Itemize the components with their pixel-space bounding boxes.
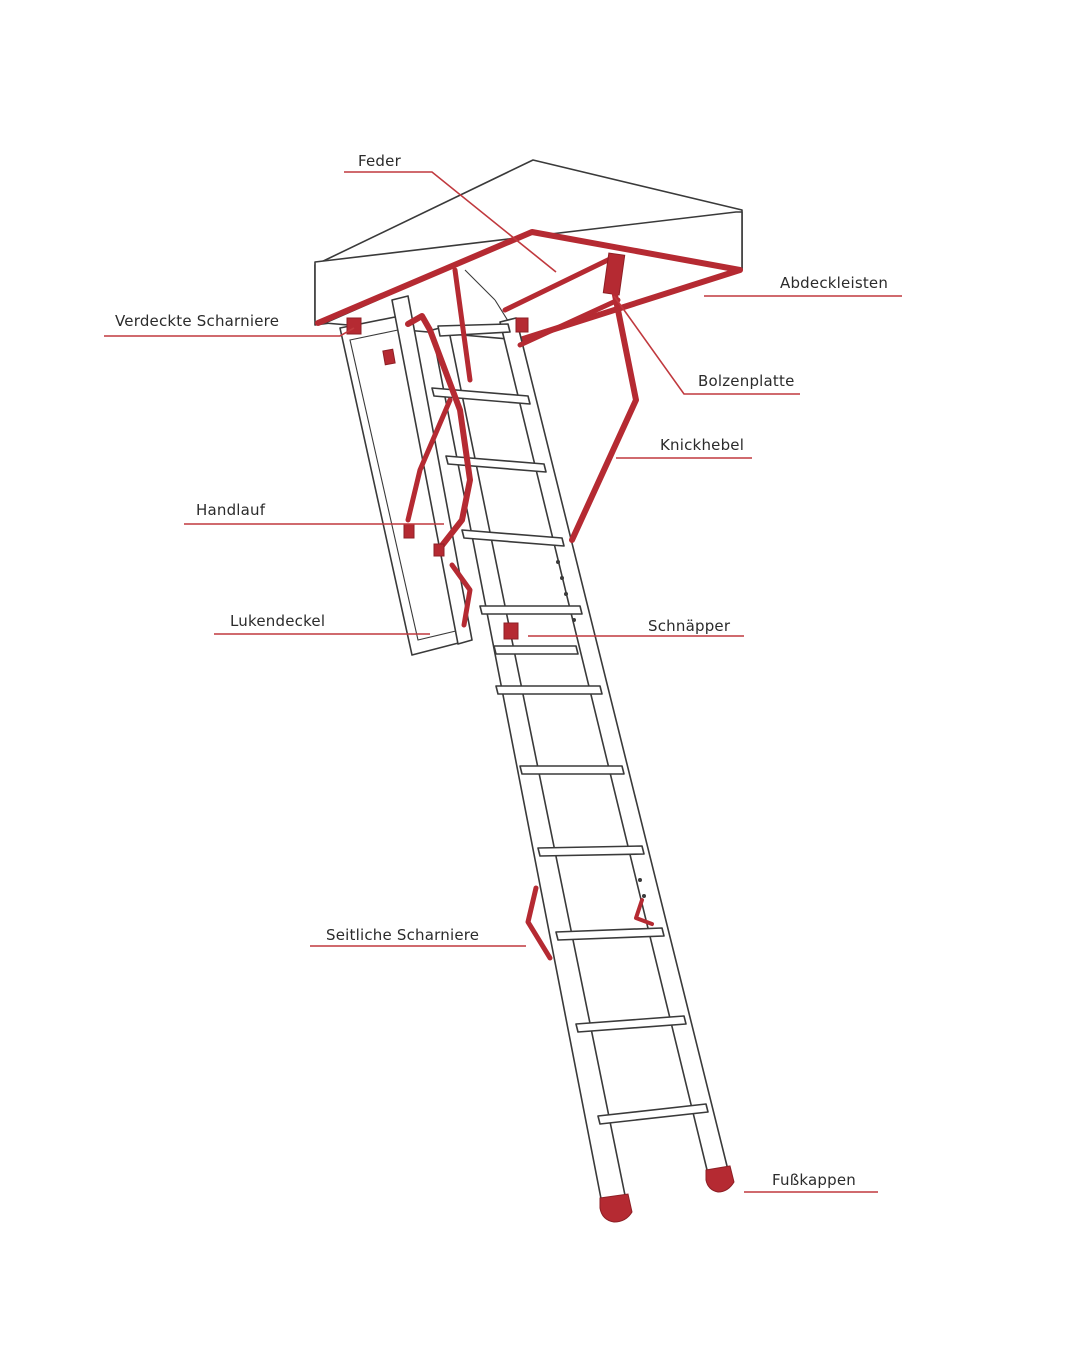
ladder-step bbox=[575, 1015, 687, 1033]
ladder-step bbox=[461, 529, 565, 547]
stile-holes bbox=[556, 560, 646, 898]
label-bolzenplatte: Bolzenplatte bbox=[698, 372, 795, 390]
foot-cap-right bbox=[705, 1165, 735, 1193]
label-seitliche-scharniere: Seitliche Scharniere bbox=[326, 926, 479, 944]
ladder-step bbox=[495, 685, 603, 695]
leader-feder bbox=[344, 171, 557, 273]
ladder-step bbox=[519, 765, 625, 775]
leader-bolzenplatte bbox=[613, 295, 800, 395]
ladder-step bbox=[479, 605, 583, 615]
ladder-step bbox=[431, 387, 531, 405]
ladder-step bbox=[437, 323, 511, 337]
label-knickhebel: Knickhebel bbox=[660, 436, 744, 454]
handrail bbox=[405, 313, 473, 551]
catch bbox=[503, 622, 519, 640]
label-feder: Feder bbox=[358, 152, 402, 170]
spring bbox=[502, 255, 615, 313]
hardware bbox=[346, 252, 654, 961]
concealed-hinge-right bbox=[515, 317, 529, 333]
label-lukendeckel: Lukendeckel bbox=[230, 612, 325, 630]
handrail-bracket-bottom bbox=[403, 523, 415, 539]
bolt-plate bbox=[602, 252, 626, 296]
side-hinge-right bbox=[634, 898, 654, 926]
spring-rod bbox=[517, 297, 621, 348]
knee-lever bbox=[569, 287, 639, 543]
ladder-step bbox=[597, 1103, 709, 1125]
label-verdeckte-scharniere: Verdeckte Scharniere bbox=[115, 312, 279, 330]
hatch-lid-rail bbox=[391, 295, 473, 645]
hatch-lid bbox=[339, 295, 473, 656]
label-fusskappen: Fußkappen bbox=[772, 1171, 856, 1189]
handrail-arm bbox=[405, 397, 453, 523]
side-hinge-left bbox=[525, 885, 553, 961]
ceiling-frame bbox=[314, 159, 743, 343]
lid-latch bbox=[449, 562, 473, 628]
cover-strip-trim bbox=[315, 229, 743, 343]
handrail-bracket-top bbox=[382, 348, 396, 366]
ladder-step bbox=[493, 645, 579, 655]
ladder-step bbox=[555, 927, 665, 941]
foot-cap-left bbox=[599, 1193, 633, 1223]
label-abdeckleisten: Abdeckleisten bbox=[780, 274, 888, 292]
ladder bbox=[431, 317, 735, 1223]
label-schnaepper: Schnäpper bbox=[648, 617, 731, 635]
leader-verdeckte-scharniere bbox=[104, 327, 355, 337]
lid-arm bbox=[452, 267, 473, 383]
handrail-bracket-lower bbox=[433, 543, 445, 557]
ladder-step bbox=[445, 455, 547, 473]
ladder-step bbox=[537, 845, 645, 857]
frame-inner-edge bbox=[464, 269, 496, 301]
label-handlauf: Handlauf bbox=[196, 501, 266, 519]
annotations: Feder Abdeckleisten Verdeckte Scharniere… bbox=[104, 152, 902, 1193]
